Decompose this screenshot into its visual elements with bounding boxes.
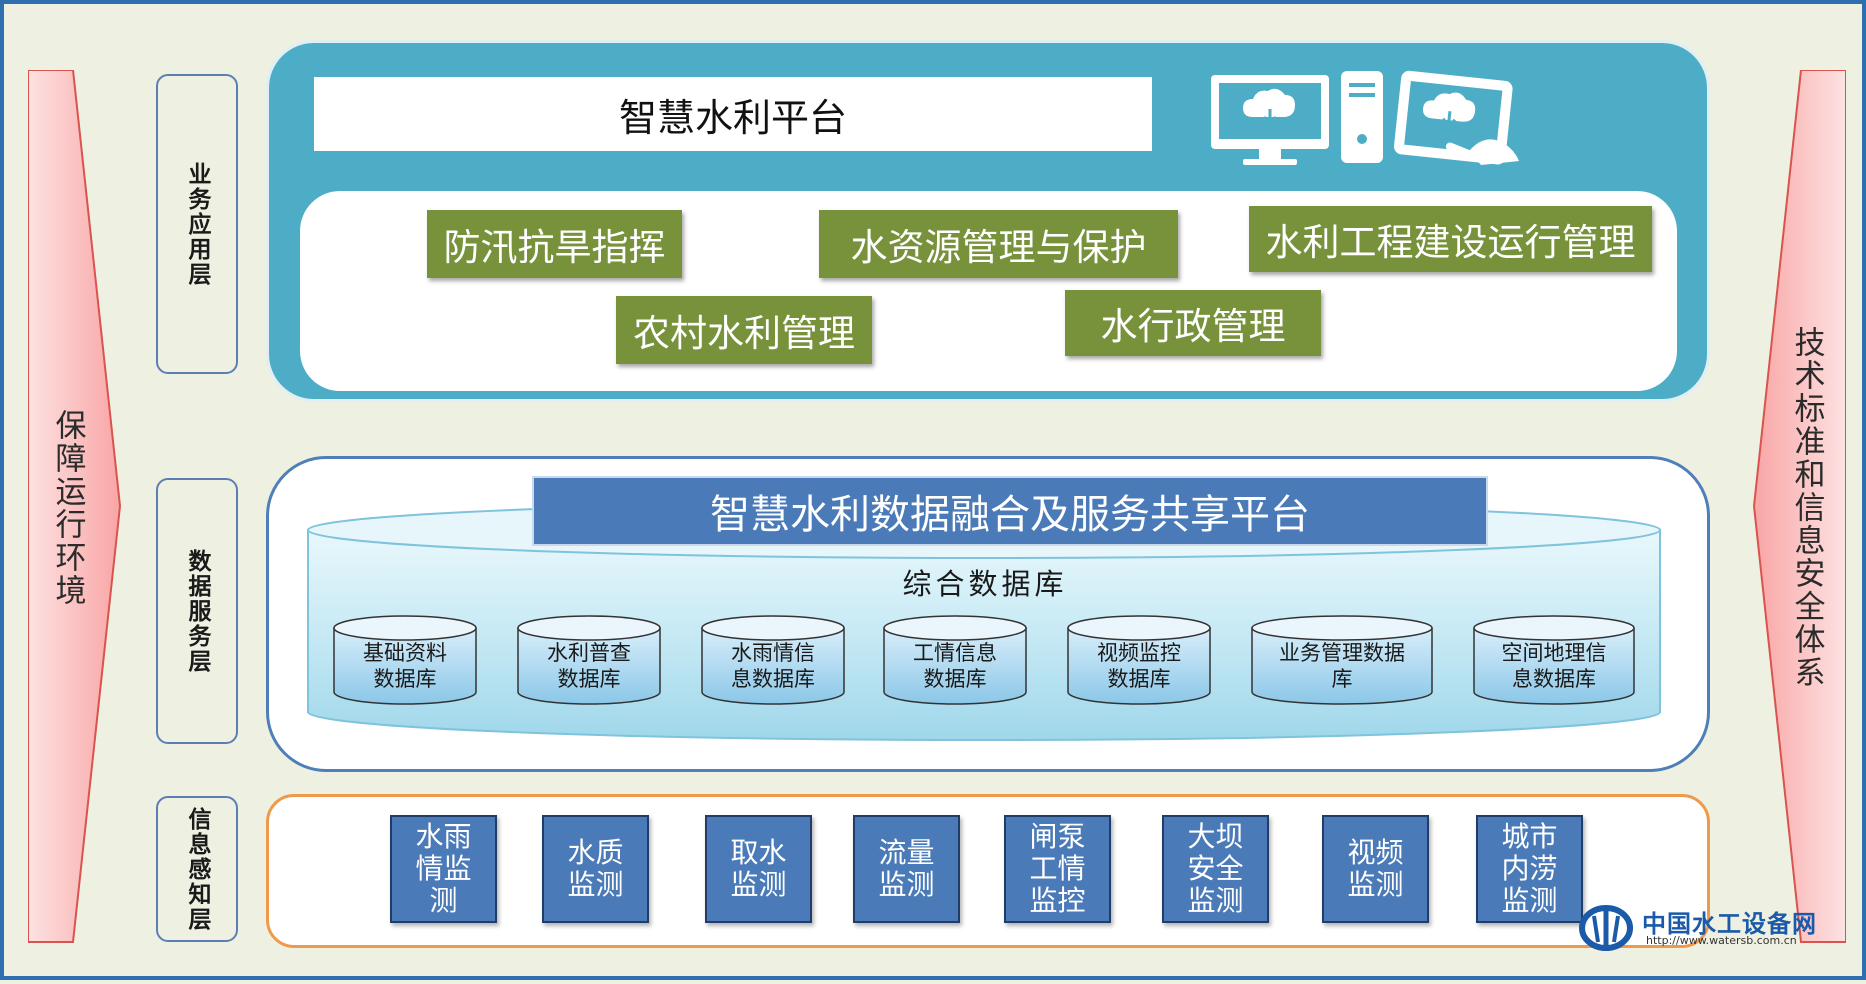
right-side-label: 技术标准和信息安全体系 [1788, 326, 1825, 689]
sense-flow: 流量监测 [853, 815, 960, 923]
data-platform-title: 智慧水利数据融合及服务共享平台 [532, 476, 1488, 546]
logo-url: http://www.watersb.com.cn [1646, 934, 1797, 947]
sense-dam-safety: 大坝安全监测 [1162, 815, 1269, 923]
left-side-arrow: 保障运行环境 [28, 70, 128, 945]
app-flood-control: 防汛抗旱指挥 [427, 210, 682, 278]
app-water-resources: 水资源管理与保护 [819, 210, 1178, 278]
db-video: 视频监控数据库 [1066, 614, 1212, 706]
db-census: 水利普查数据库 [516, 614, 662, 706]
app-rural-water: 农村水利管理 [616, 296, 872, 364]
sense-video: 视频监测 [1322, 815, 1429, 923]
integrated-database-title: 综合数据库 [902, 567, 1068, 601]
layer-label-business: 业务应用层 [156, 74, 238, 374]
sense-rain-water: 水雨情监测 [390, 815, 497, 923]
db-spatial-geographic: 空间地理信息数据库 [1472, 614, 1636, 706]
sense-water-intake: 取水监测 [705, 815, 812, 923]
db-basic-data: 基础资料数据库 [332, 614, 478, 706]
sense-water-quality: 水质监测 [542, 815, 649, 923]
db-business-management: 业务管理数据库 [1250, 614, 1434, 706]
db-engineering: 工情信息数据库 [882, 614, 1028, 706]
logo-name: 中国水工设备网 [1642, 910, 1817, 938]
platform-title: 智慧水利平台 [314, 77, 1152, 151]
watermark-logo: 中国水工设备网 http://www.watersb.com.cn [1578, 902, 1858, 952]
right-side-arrow: 技术标准和信息安全体系 [1746, 70, 1846, 945]
computer-icon [1207, 65, 1527, 179]
app-engineering-management: 水利工程建设运行管理 [1249, 206, 1652, 272]
left-side-label: 保障运行环境 [49, 408, 86, 607]
layer-label-sensing: 信息感知层 [156, 796, 238, 942]
layer-label-data: 数据服务层 [156, 478, 238, 744]
logo-emblem-icon [1579, 905, 1633, 951]
sense-urban-waterlogging: 城市内涝监测 [1476, 815, 1583, 923]
sensing-layer-panel [266, 794, 1710, 948]
app-water-administration: 水行政管理 [1065, 290, 1321, 356]
sense-gate-pump: 闸泵工情监控 [1004, 815, 1111, 923]
db-rain-water: 水雨情信息数据库 [700, 614, 846, 706]
